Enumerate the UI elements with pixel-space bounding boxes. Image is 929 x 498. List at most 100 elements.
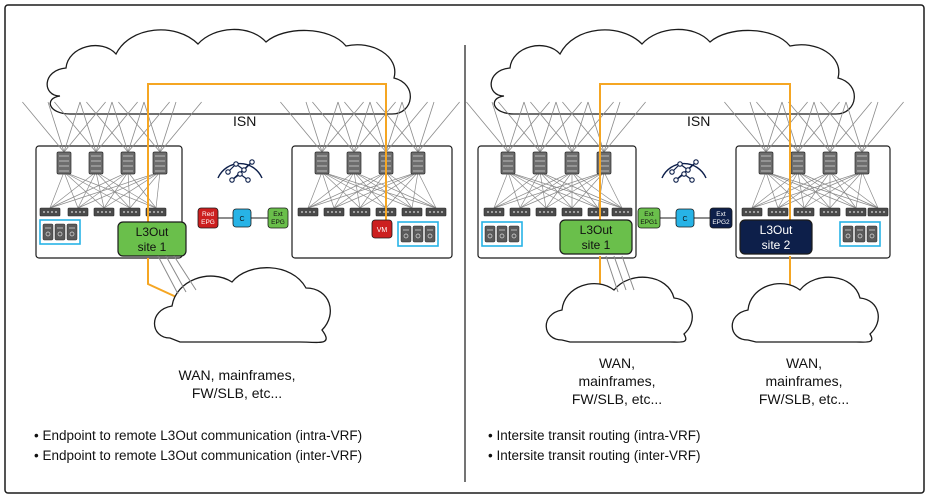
- isn-uplink: [539, 101, 582, 153]
- leaf-port: [577, 211, 579, 213]
- spine-switch: [152, 151, 168, 175]
- l3out-site1-left-line1: L3Out: [136, 225, 169, 239]
- leaf-port: [429, 211, 431, 213]
- leaf-port: [849, 211, 851, 213]
- isn-uplink: [385, 101, 428, 153]
- spine-switch: [758, 151, 774, 175]
- isn-uplink: [159, 101, 202, 153]
- fabric-link: [49, 171, 65, 209]
- fabric-link: [307, 171, 387, 209]
- isn-uplink: [376, 101, 419, 153]
- fabric-link: [321, 171, 437, 209]
- leaf-port: [757, 211, 759, 213]
- isn-uplink: [587, 101, 605, 153]
- fabric-link: [539, 171, 623, 209]
- leaf-port: [391, 211, 393, 213]
- isn-uplink: [562, 101, 605, 153]
- fabric-link: [321, 171, 387, 209]
- leaf-port: [513, 211, 515, 213]
- fabric-link: [353, 171, 387, 209]
- fabric-link: [765, 171, 857, 209]
- leaf-port: [779, 211, 781, 213]
- leaf-switch: [349, 207, 371, 217]
- isn-uplink: [143, 101, 161, 153]
- logo-node: [689, 177, 695, 183]
- leaf-port: [491, 211, 493, 213]
- leaf-port: [383, 211, 385, 213]
- isn-uplink: [555, 101, 573, 153]
- wan-cloud-right-1: [545, 276, 693, 343]
- wan-cloud-right-2: [731, 276, 879, 343]
- ext-epg-badge-left: [267, 207, 289, 229]
- fabric-link: [829, 171, 857, 209]
- fabric-link: [127, 171, 157, 209]
- wan-cloud-left: [154, 267, 331, 344]
- leaf-switch: [767, 207, 789, 217]
- isn-uplink: [86, 101, 129, 153]
- fabric-link: [411, 171, 419, 209]
- fabric-link: [417, 171, 437, 209]
- leaf-port: [51, 211, 53, 213]
- leaf-port: [305, 211, 307, 213]
- fabric-link: [95, 171, 105, 209]
- leaf-switch: [145, 207, 167, 217]
- server-group-site2-left: [397, 221, 439, 247]
- fabric-link: [545, 171, 573, 209]
- fabric-link: [519, 171, 573, 209]
- fabric-link: [765, 171, 805, 209]
- ext-epg1-line2: EPG1: [640, 219, 658, 226]
- fabric-link: [63, 171, 131, 209]
- leaf-port: [745, 211, 747, 213]
- leaf-port: [161, 211, 163, 213]
- leaf-port: [417, 211, 419, 213]
- ext-epg2-line2: EPG2: [712, 219, 730, 226]
- server-detail: [845, 233, 851, 239]
- isn-uplink: [353, 101, 396, 153]
- leaf-port: [753, 211, 755, 213]
- leaf-port: [409, 211, 411, 213]
- fabric-link: [359, 171, 419, 209]
- leaf-port: [309, 211, 311, 213]
- server-detail: [427, 233, 433, 239]
- fabric-link: [829, 171, 879, 209]
- fabric-link: [539, 171, 599, 209]
- isn-uplink: [861, 101, 904, 153]
- fabric-link: [797, 171, 857, 209]
- leaf-port: [433, 211, 435, 213]
- fabric-link: [855, 171, 863, 209]
- spine-switch: [854, 151, 870, 175]
- leaf-port: [83, 211, 85, 213]
- fabric-link: [321, 171, 361, 209]
- policy-logo-left: [217, 159, 263, 183]
- leaf-port: [131, 211, 133, 213]
- red-epg-line2: EPG: [201, 219, 215, 226]
- traffic-path-right-top: [599, 83, 791, 228]
- bullet-left-1: • Endpoint to remote L3Out communication…: [34, 428, 363, 443]
- fabric-link: [63, 171, 79, 209]
- fabric-link: [797, 171, 879, 209]
- leaf-port: [361, 211, 363, 213]
- fabric-link: [571, 171, 605, 209]
- fabric-link: [321, 171, 335, 209]
- fabric-link: [353, 171, 413, 209]
- isn-uplink: [797, 101, 815, 153]
- leaf-port: [75, 211, 77, 213]
- fabric-link: [777, 171, 799, 209]
- isn-uplink: [861, 101, 879, 153]
- leaf-port: [619, 211, 621, 213]
- fabric-link: [127, 171, 131, 209]
- logo-node: [685, 167, 691, 173]
- contract-badge-right: [675, 208, 695, 228]
- isn-uplink: [63, 101, 81, 153]
- isn-uplink: [79, 101, 97, 153]
- isn-uplink: [820, 101, 863, 153]
- isn-uplink: [127, 101, 145, 153]
- leaf-port: [525, 211, 527, 213]
- leaf-port: [805, 211, 807, 213]
- leaf-port: [301, 211, 303, 213]
- isn-uplink: [539, 101, 557, 153]
- server-detail: [499, 233, 505, 239]
- server-detail: [69, 231, 75, 237]
- fabric-link: [861, 171, 879, 209]
- isn-uplink: [401, 101, 419, 153]
